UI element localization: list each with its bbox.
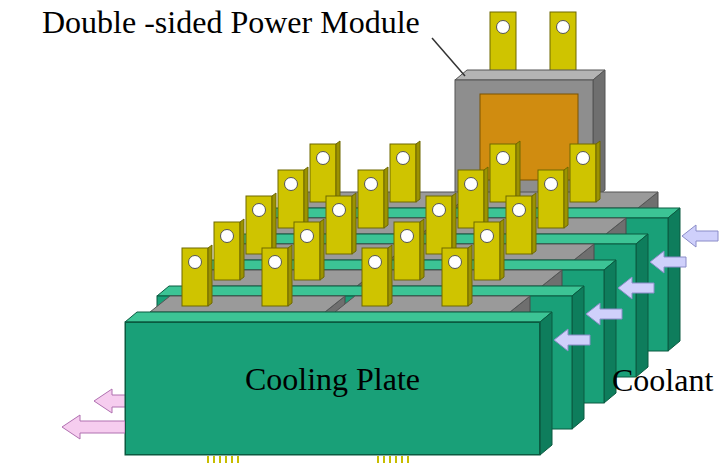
part-label: Double -sided Power Module bbox=[42, 4, 420, 41]
cooling-plate: Cooling Plate bbox=[125, 322, 540, 455]
module-pins bbox=[207, 456, 409, 463]
inlet-arrow bbox=[650, 251, 686, 273]
flow-label: Coolant bbox=[612, 362, 713, 399]
leader-line bbox=[432, 38, 465, 76]
inlet-arrow bbox=[682, 225, 718, 247]
inlet-arrow bbox=[586, 303, 622, 325]
inlet-arrow bbox=[554, 329, 590, 351]
inlet-arrow bbox=[618, 277, 654, 299]
stack-layer bbox=[62, 245, 552, 455]
node-text: Cooling Plate bbox=[245, 361, 420, 398]
